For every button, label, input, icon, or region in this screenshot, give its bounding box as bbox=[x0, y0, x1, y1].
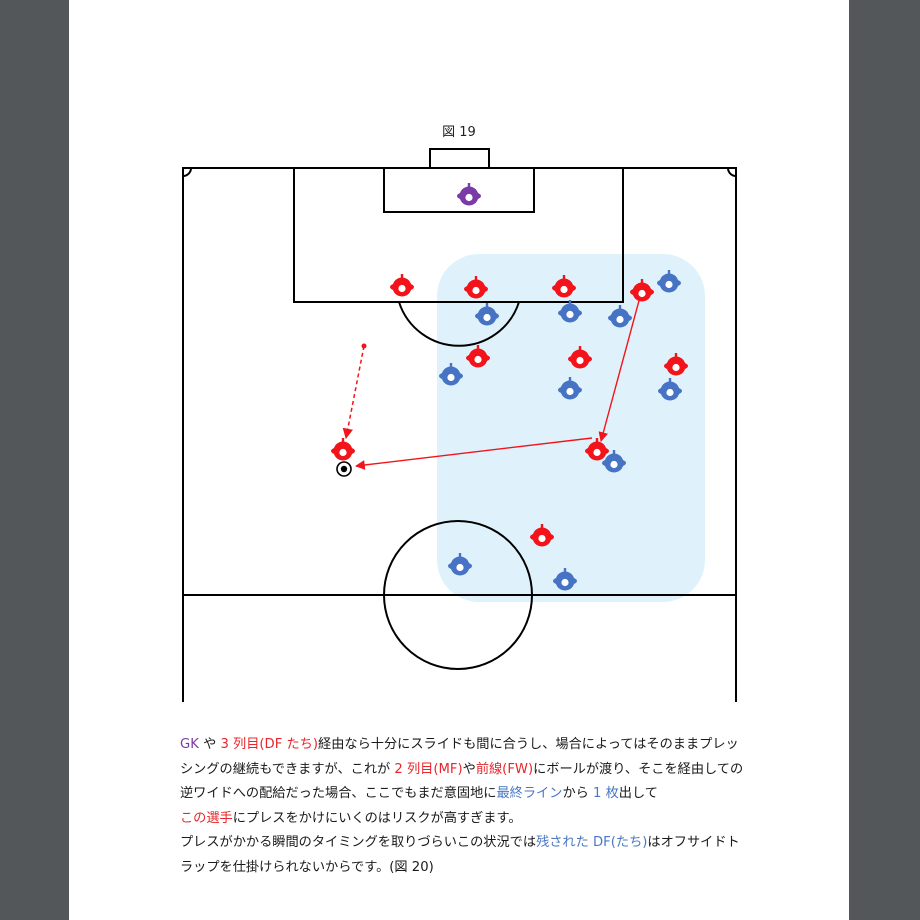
red-player-token bbox=[464, 276, 488, 299]
blue-player-token bbox=[448, 553, 472, 576]
pressing-zone bbox=[437, 254, 705, 602]
term-mf2: 2 列目(MF) bbox=[394, 761, 463, 777]
text-run: はオフサイドトラップを仕掛けられないからです。(図 20) bbox=[180, 835, 740, 875]
corner-arc-left bbox=[182, 167, 192, 177]
term-this-player: この選手 bbox=[180, 810, 233, 826]
text-run: プレスがかかる瞬間のタイミングを取りづらいこの状況では bbox=[180, 835, 537, 850]
red-player-token bbox=[390, 274, 414, 297]
text-run: にボールが渡り、そこを経由しての逆ワイドへの配給だった場合、ここでもまだ意固地に bbox=[180, 761, 744, 802]
text-run: 出して bbox=[618, 786, 658, 801]
tactical-pitch-diagram bbox=[182, 148, 737, 702]
penalty-arc bbox=[398, 301, 520, 347]
blue-player-token bbox=[558, 300, 582, 323]
center-circle bbox=[383, 520, 533, 670]
term-remaining-df: 残された DF(たち) bbox=[536, 835, 648, 850]
blue-player-token bbox=[608, 305, 632, 328]
blue-player-token bbox=[439, 363, 463, 386]
red-player-token bbox=[552, 275, 576, 298]
term-gk: GK bbox=[180, 737, 199, 752]
term-df3: 3 列目(DF たち) bbox=[220, 737, 319, 752]
goal-area bbox=[383, 167, 535, 213]
text-run: から bbox=[562, 786, 594, 801]
term-one: 1 枚 bbox=[593, 786, 619, 801]
blue-player-token bbox=[657, 270, 681, 293]
red-player-token bbox=[530, 524, 554, 547]
figure-caption: 図 19 bbox=[442, 125, 476, 140]
paragraph-1: GK や 3 列目(DF たち)経由なら十分にスライドも間に合うし、場合によって… bbox=[180, 733, 746, 831]
red-player-token bbox=[466, 345, 490, 368]
term-fw: 前線(FW) bbox=[475, 761, 534, 777]
run-origin-dot bbox=[361, 343, 367, 349]
text-run: 経由なら十分にスライドも間に合うし、場合によってはそのままプレッシングの継続もで… bbox=[180, 737, 739, 777]
term-last-line: 最終ライン bbox=[496, 786, 563, 801]
pass-arrow-2 bbox=[355, 437, 593, 470]
blue-player-token bbox=[602, 450, 626, 473]
text-run: や bbox=[462, 761, 476, 777]
red-player-token bbox=[630, 279, 654, 302]
goalkeeper-token bbox=[457, 183, 481, 206]
red-player-token bbox=[331, 438, 355, 461]
text-run: にプレスをかけにいくのはリスクが高すぎます。 bbox=[232, 810, 522, 826]
red-player-token bbox=[568, 346, 592, 369]
pitch-lines bbox=[182, 148, 737, 702]
red-player-token bbox=[585, 438, 609, 461]
body-text: GK や 3 列目(DF たち)経由なら十分にスライドも間に合うし、場合によって… bbox=[180, 733, 746, 880]
blue-player-token bbox=[475, 303, 499, 326]
blue-player-token bbox=[658, 378, 682, 401]
text-run: や bbox=[198, 737, 221, 752]
pass-arrow-1 bbox=[598, 296, 641, 442]
players-layer bbox=[331, 183, 688, 591]
blue-player-token bbox=[558, 377, 582, 400]
corner-arc-right bbox=[727, 167, 737, 177]
red-player-token bbox=[664, 353, 688, 376]
document-page: 図 19 bbox=[69, 0, 849, 920]
ball-icon bbox=[336, 461, 352, 477]
blue-player-token bbox=[553, 568, 577, 591]
goal bbox=[429, 148, 490, 169]
movement-arrows bbox=[342, 296, 641, 470]
run-arrow-dashed bbox=[342, 345, 365, 440]
paragraph-2: プレスがかかる瞬間のタイミングを取りづらいこの状況では残された DF(たち)はオ… bbox=[180, 831, 746, 880]
